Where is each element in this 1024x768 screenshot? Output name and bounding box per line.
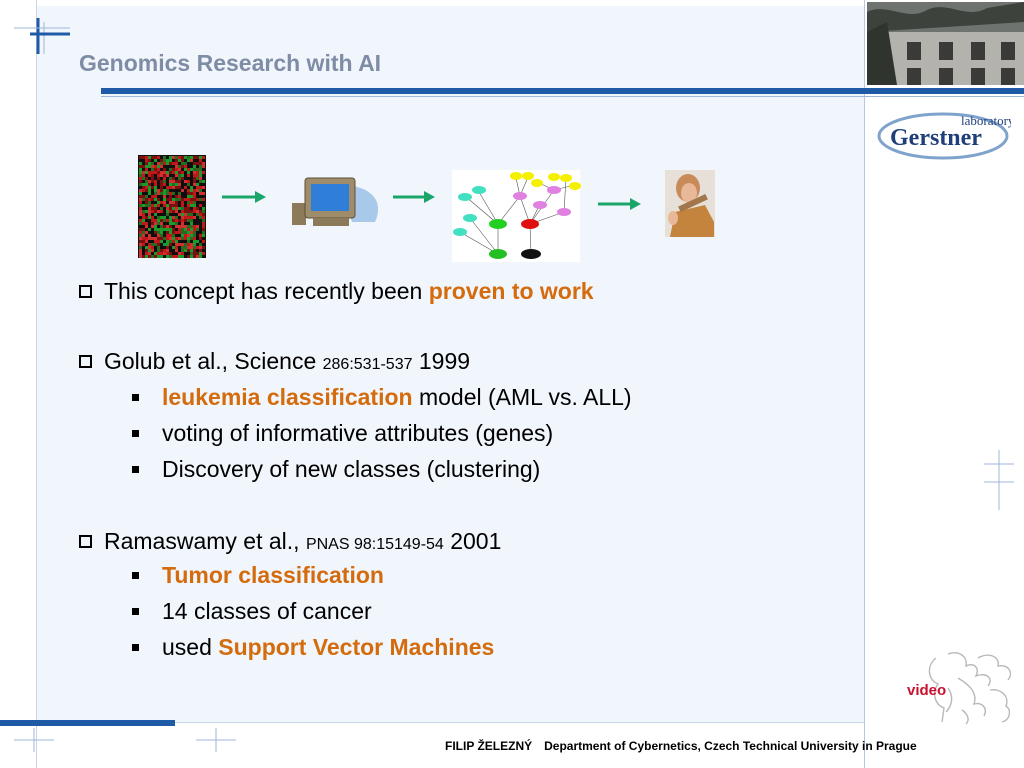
frame-line-right: [864, 0, 865, 768]
video-link[interactable]: video: [907, 682, 947, 699]
checkbox-bullet-icon: [79, 355, 92, 368]
footer-department: Department of Cybernetics, Czech Technic…: [544, 739, 917, 753]
corner-cross-right: [984, 450, 1014, 510]
svg-text:laboratory: laboratory: [961, 113, 1011, 128]
bottom-left-accent-bar: [0, 720, 175, 726]
square-bullet-icon: [132, 430, 139, 437]
sub-bullet: voting of informative attributes (genes): [132, 419, 554, 447]
svg-text:Gerstner: Gerstner: [890, 125, 982, 151]
slide-background: [36, 6, 864, 722]
sub-bullet: 14 classes of cancer: [132, 597, 372, 625]
arrow-right-icon: [222, 191, 266, 203]
sub-text: voting of informative attributes (genes): [162, 420, 554, 446]
bullet-3: Ramaswamy et al., PNAS 98:15149-54 2001: [79, 527, 501, 559]
doctor-photo: [665, 170, 715, 237]
checkbox-bullet-icon: [79, 285, 92, 298]
citation-small: 286:531-537: [322, 356, 413, 373]
slide-title: Genomics Research with AI: [79, 50, 382, 76]
frame-line-left: [36, 0, 37, 768]
sub-bullet: used Support Vector Machines: [132, 633, 495, 661]
bullet-highlight: proven to work: [428, 278, 594, 304]
computer-icon: [292, 177, 379, 226]
bullet-year: 2001: [443, 528, 502, 554]
footer-author: FILIP ŽELEZNÝ: [445, 739, 533, 753]
bullet-1: This concept has recently been proven to…: [79, 277, 594, 305]
checkbox-bullet-icon: [79, 535, 92, 548]
right-panel: [864, 0, 1024, 768]
corner-cross-bottom-mid: [196, 728, 236, 752]
title-underline-thin: [101, 96, 1024, 97]
corner-cross-top-left: [14, 18, 70, 54]
bullet-text: This concept has recently been: [104, 278, 429, 304]
microarray-image: [138, 155, 206, 258]
bullet-text: Golub et al., Science: [104, 348, 323, 374]
frame-line-bottom: [0, 722, 864, 723]
sub-bullet: Discovery of new classes (clustering): [132, 455, 541, 483]
footer: FILIP ŽELEZNÝ Department of Cybernetics, …: [445, 739, 917, 753]
sub-highlight: Support Vector Machines: [218, 634, 495, 660]
title-underline: [101, 88, 1024, 94]
square-bullet-icon: [132, 608, 139, 615]
sub-text: 14 classes of cancer: [162, 598, 372, 624]
arrow-right-icon: [598, 198, 641, 210]
square-bullet-icon: [132, 572, 139, 579]
sub-highlight: leukemia classification: [162, 384, 413, 410]
sub-text: model (AML vs. ALL): [412, 384, 632, 410]
square-bullet-icon: [132, 644, 139, 651]
sub-bullet: Tumor classification: [132, 561, 384, 589]
sub-highlight: Tumor classification: [162, 562, 384, 588]
pipeline-illustration: [138, 155, 715, 262]
square-bullet-icon: [132, 394, 139, 401]
sub-bullet: leukemia classification model (AML vs. A…: [132, 383, 632, 411]
bullet-year: 1999: [412, 348, 471, 374]
building-photo: [867, 2, 1024, 85]
corner-cross-bottom-left: [14, 728, 54, 752]
arrow-right-icon: [393, 191, 435, 203]
sub-text: Discovery of new classes (clustering): [162, 456, 541, 482]
sub-text: used: [162, 634, 219, 660]
lion-emblem-icon: [928, 652, 1012, 725]
bayesian-network-diagram: [452, 170, 581, 262]
gerstner-logo: laboratory Gerstner: [876, 108, 1015, 160]
bullet-text: Ramaswamy et al.,: [104, 528, 306, 554]
citation-small: PNAS 98:15149-54: [305, 536, 444, 553]
square-bullet-icon: [132, 466, 139, 473]
bullet-2: Golub et al., Science 286:531-537 1999: [79, 347, 470, 379]
